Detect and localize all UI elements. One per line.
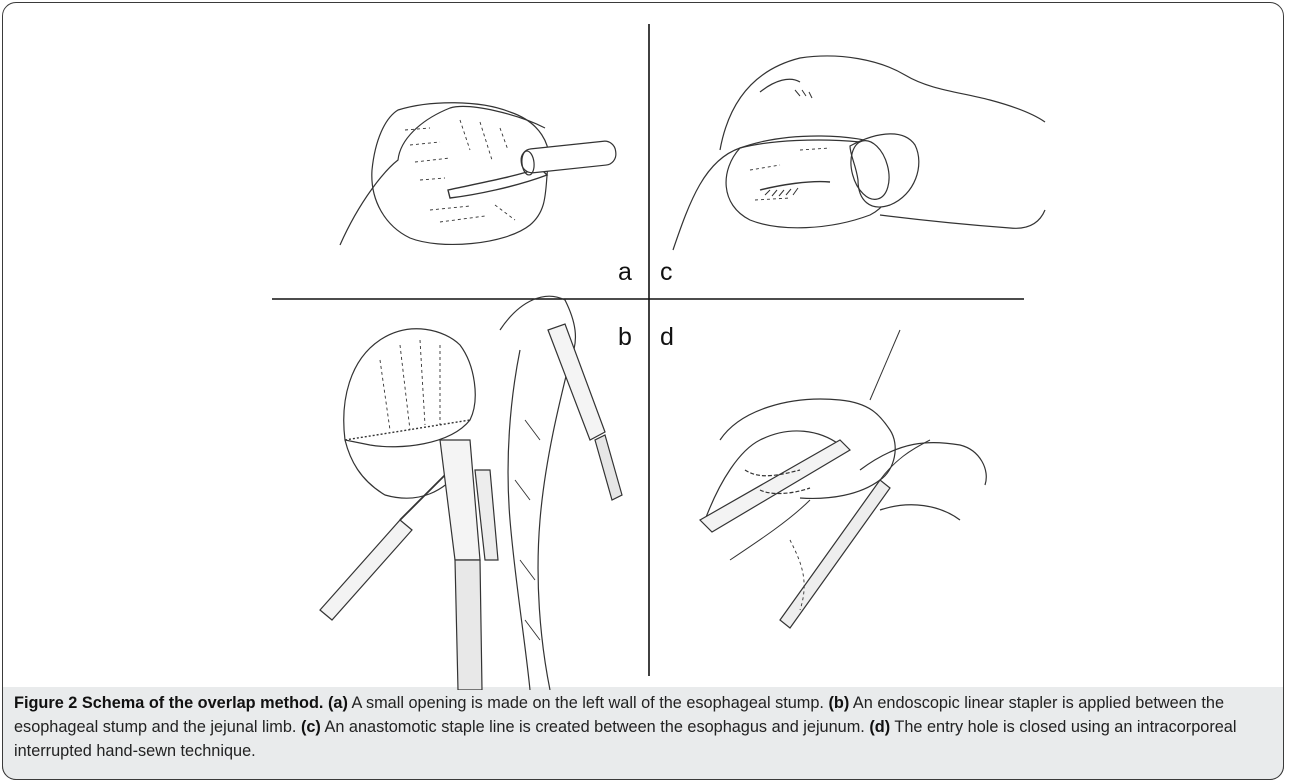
caption-tag-a: (a)	[328, 694, 348, 712]
panel-d-illustration	[700, 330, 986, 628]
caption-tag-d: (d)	[869, 718, 890, 736]
overlap-method-schema: a c b d	[0, 0, 1290, 690]
panel-label-b: b	[618, 323, 632, 351]
figure-caption: Figure 2 Schema of the overlap method. (…	[14, 691, 1276, 763]
caption-tag-c: (c)	[301, 718, 321, 736]
caption-figure-label: Figure 2	[14, 694, 77, 712]
panel-c-illustration	[673, 56, 1045, 250]
panel-b-illustration	[320, 296, 622, 690]
panel-label-d: d	[660, 323, 674, 351]
panel-a-illustration	[340, 103, 617, 245]
panel-label-c: c	[660, 258, 673, 286]
panel-label-a: a	[618, 258, 632, 286]
caption-title: Schema of the overlap method.	[82, 694, 324, 712]
caption-tag-b: (b)	[828, 694, 849, 712]
caption-text-c: An anastomotic staple line is created be…	[324, 718, 864, 736]
caption-text-a: A small opening is made on the left wall…	[352, 694, 824, 712]
